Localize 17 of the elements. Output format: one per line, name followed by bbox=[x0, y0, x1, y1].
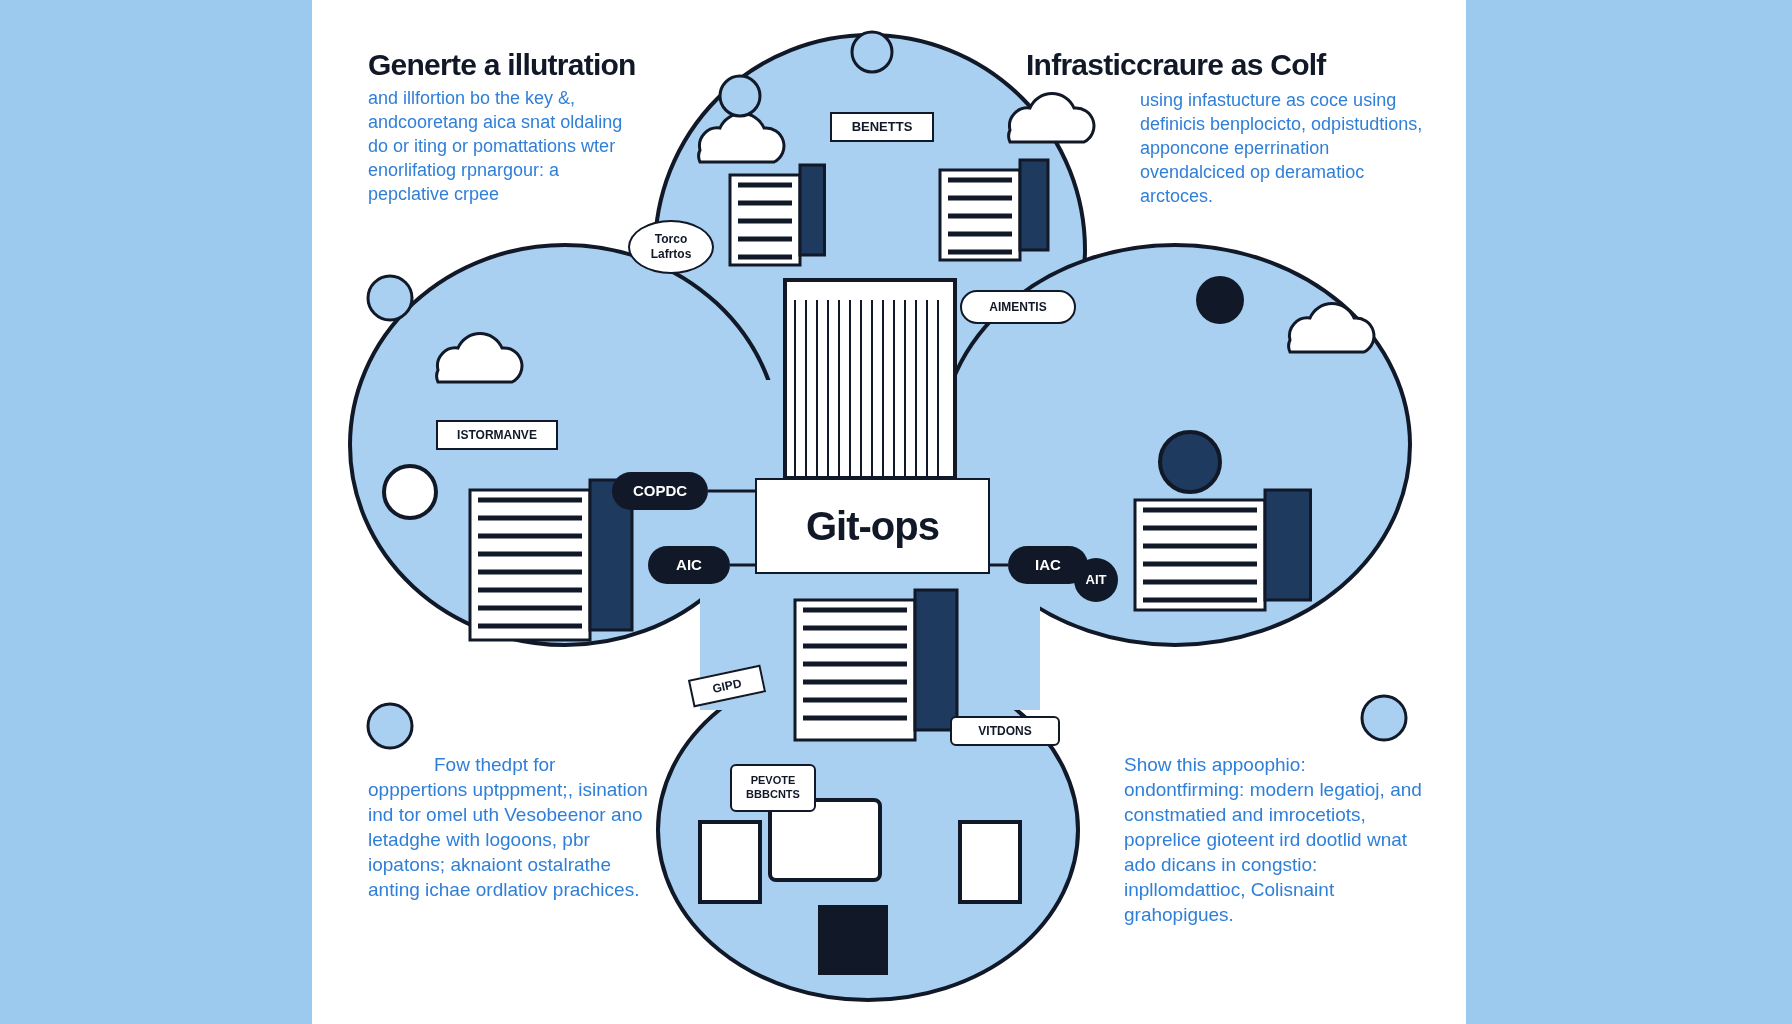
title-box: Git-ops bbox=[755, 478, 990, 574]
sign-label: PEVOTE BBBCNTS bbox=[730, 764, 816, 812]
label-pill: AIC bbox=[648, 546, 730, 584]
connector-line bbox=[708, 489, 755, 493]
connector-line bbox=[990, 563, 1008, 567]
sign-label: VITDONS bbox=[950, 716, 1060, 746]
heading: Generte a illutration bbox=[368, 47, 637, 83]
sign-label: BENETTS bbox=[830, 112, 934, 142]
speech-bubble: AIMENTIS bbox=[960, 290, 1076, 324]
body-text: using infastucture as coce using definicis benplocicto, odpistudtions, apponcone eperrination ovendalciced op deramatioc arctoces. bbox=[1140, 89, 1424, 208]
body-text: and illfortion bo the key &, andcooretang aica snat oldaling do or iting or pomattations wter enorlifatiog rpnargour: a pepclative crpee bbox=[368, 87, 624, 206]
body-text: Fow thedpt for opppertions uptppment;, isination ind tor omel uth Vesobeenor ano letadghe with logoons, pbr iopatons; aknaiont ostalrathe anting ichae ordlatiov prachices. bbox=[368, 753, 649, 902]
body-text: Show this appoophio: ondontfirming: modern legatioj, and constmatied and imrocetiots, poprelice gioteent ird dootlid wnat ado dicans in congstio: inpllomdattioc, Colisnaint grahopigues. bbox=[1124, 753, 1423, 927]
sign-label: ISTORMANVE bbox=[436, 420, 558, 450]
heading: Infrasticcraure as Colf bbox=[1026, 47, 1328, 83]
connector-line bbox=[730, 563, 755, 567]
label-pill: COPDC bbox=[612, 472, 708, 510]
